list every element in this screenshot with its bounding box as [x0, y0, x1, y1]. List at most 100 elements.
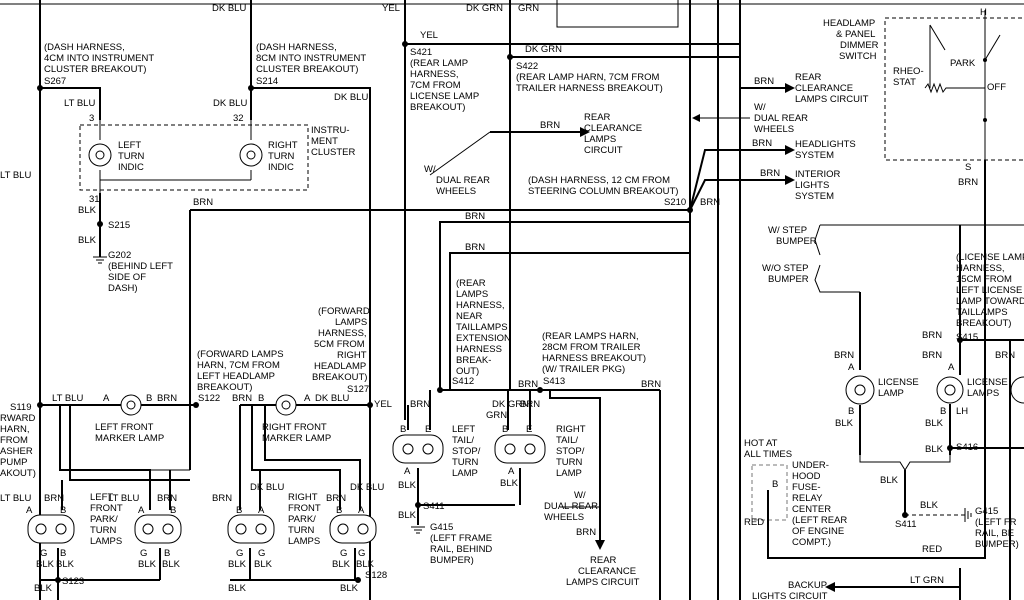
component-label: INTERIOR [795, 169, 841, 180]
splice-note: 7CM FROM [410, 80, 461, 91]
ground-note: (LEFT FR [975, 517, 1017, 528]
wire-color-label: BLK [356, 559, 375, 570]
wire-color-label: BRN [157, 493, 177, 504]
component-label: LICENSE [878, 377, 919, 388]
arrow-icon [785, 175, 795, 185]
wire-color-label: BRN [700, 197, 720, 208]
option-label: DUAL REAR [436, 175, 490, 186]
wire-color-label: BRN [922, 350, 942, 361]
component-label: CLUSTER [311, 147, 355, 158]
splice-note: ASHER [0, 446, 33, 457]
splice-note: LICENSE LAMP [410, 91, 479, 102]
wire-color-label: DK BLU [250, 482, 284, 493]
wire-color-label: LT BLU [108, 493, 139, 504]
ground-note: BUMPER) [430, 555, 474, 566]
component-label: LICENSE [967, 377, 1008, 388]
splice-label: S210 [664, 197, 686, 208]
component-label: ALL TIMES [744, 449, 792, 460]
ground-note: SIDE OF [108, 272, 146, 283]
wire-color-label: BLK [162, 559, 181, 570]
pin-label: A [848, 362, 855, 373]
component-label: PARK [950, 58, 976, 69]
splice-note: BREAKOUT) [197, 382, 252, 393]
splice-note: HARNESS, [318, 328, 367, 339]
pin-label: B [502, 424, 508, 435]
option-label: DUAL REAR [754, 113, 808, 124]
splice-label: S119 [10, 402, 31, 413]
brn-wire [689, 179, 790, 211]
wire-color-label: LT GRN [910, 575, 944, 586]
splice-note: (DASH HARNESS, [44, 42, 125, 53]
component-label: HOOD [792, 471, 821, 482]
splice-label: S421 [410, 47, 432, 58]
wire-color-label: BLK [78, 235, 97, 246]
component-label: CLEARANCE [578, 566, 636, 577]
splice-note: LAMPS [335, 317, 367, 328]
wire-color-label: BRN [465, 242, 485, 253]
pin-label: A [304, 393, 311, 404]
component-label: LAMPS [288, 536, 320, 547]
wire-color-label: BLK [78, 205, 97, 216]
option-label: W/ STEP [768, 225, 807, 236]
wire-color-label: DK BLU [213, 98, 247, 109]
component-label: TURN [90, 525, 117, 536]
pin-label: B [400, 424, 406, 435]
wire-color-label: BRN [754, 76, 774, 87]
pin-label: 3 [89, 113, 94, 124]
option-label: WHEELS [754, 124, 794, 135]
right-front-park-lamp-2 [329, 514, 377, 544]
ground-note: RAIL, BEHIND [430, 544, 492, 555]
splice-note: STEERING COLUMN BREAKOUT) [528, 186, 678, 197]
component-label: TURN [556, 457, 583, 468]
component-label: STOP/ [452, 446, 481, 457]
wire-color-label: BLK [340, 583, 359, 594]
component-label: REAR [795, 72, 822, 83]
wire-color-label: DK GRN [525, 44, 562, 55]
splice-label: S415 [956, 332, 978, 343]
component-label: RHEO- [893, 66, 924, 77]
component-label: SYSTEM [795, 150, 834, 161]
wire-color-label: BLK [398, 510, 417, 521]
component-label: LIGHTS [795, 180, 829, 191]
option-bracket [814, 224, 821, 256]
wire-color-label: DK GRN [466, 3, 503, 14]
component-label: MARKER LAMP [95, 433, 164, 444]
wire-color-label: LT BLU [0, 170, 31, 181]
option-label: WHEELS [436, 186, 476, 197]
red-wire [767, 185, 986, 559]
component-label: TURN [288, 525, 315, 536]
option-label: WHEELS [544, 512, 584, 523]
splice-note: NEAR [456, 311, 483, 322]
pin-label: G [340, 548, 347, 559]
license-lamp-left [936, 376, 964, 404]
wire-color-label: BRN [465, 211, 485, 222]
component-label: OF ENGINE [792, 526, 844, 537]
brn-wire [549, 390, 601, 540]
splice-note: (W/ TRAILER PKG) [542, 364, 625, 375]
pin-label: A [508, 466, 515, 477]
component-label: RIGHT [268, 140, 298, 151]
splice-label: S123 [62, 576, 84, 587]
splice-label: S [965, 162, 971, 173]
component-label: CLEARANCE [584, 123, 642, 134]
splice-note: TRAILER HARNESS BREAKOUT) [516, 83, 663, 94]
component-label: LEFT [118, 140, 141, 151]
component-label: MARKER LAMP [262, 433, 331, 444]
splice-note: HEADLAMP [314, 361, 366, 372]
splice-note: 4CM INTO INSTRUMENT [44, 53, 154, 64]
wire-color-label: BRN [540, 120, 560, 131]
wire-color-label: BLK [925, 418, 944, 429]
cutoff-component-box [556, 0, 679, 28]
component-label: INSTRU- [311, 125, 350, 136]
arrow-icon [785, 83, 795, 93]
wire-color-label: RED [744, 517, 764, 528]
option-label: BUMPER [776, 236, 817, 247]
wire-color-label: BLK [500, 478, 519, 489]
component-label: LEFT [452, 424, 475, 435]
splice-note: CLUSTER BREAKOUT) [44, 64, 146, 75]
splice-note: (DASH HARNESS, 12 CM FROM [528, 175, 670, 186]
pin-label: A [358, 505, 365, 516]
wire-color-label: DK BLU [350, 482, 384, 493]
ground-g415 [411, 526, 425, 534]
